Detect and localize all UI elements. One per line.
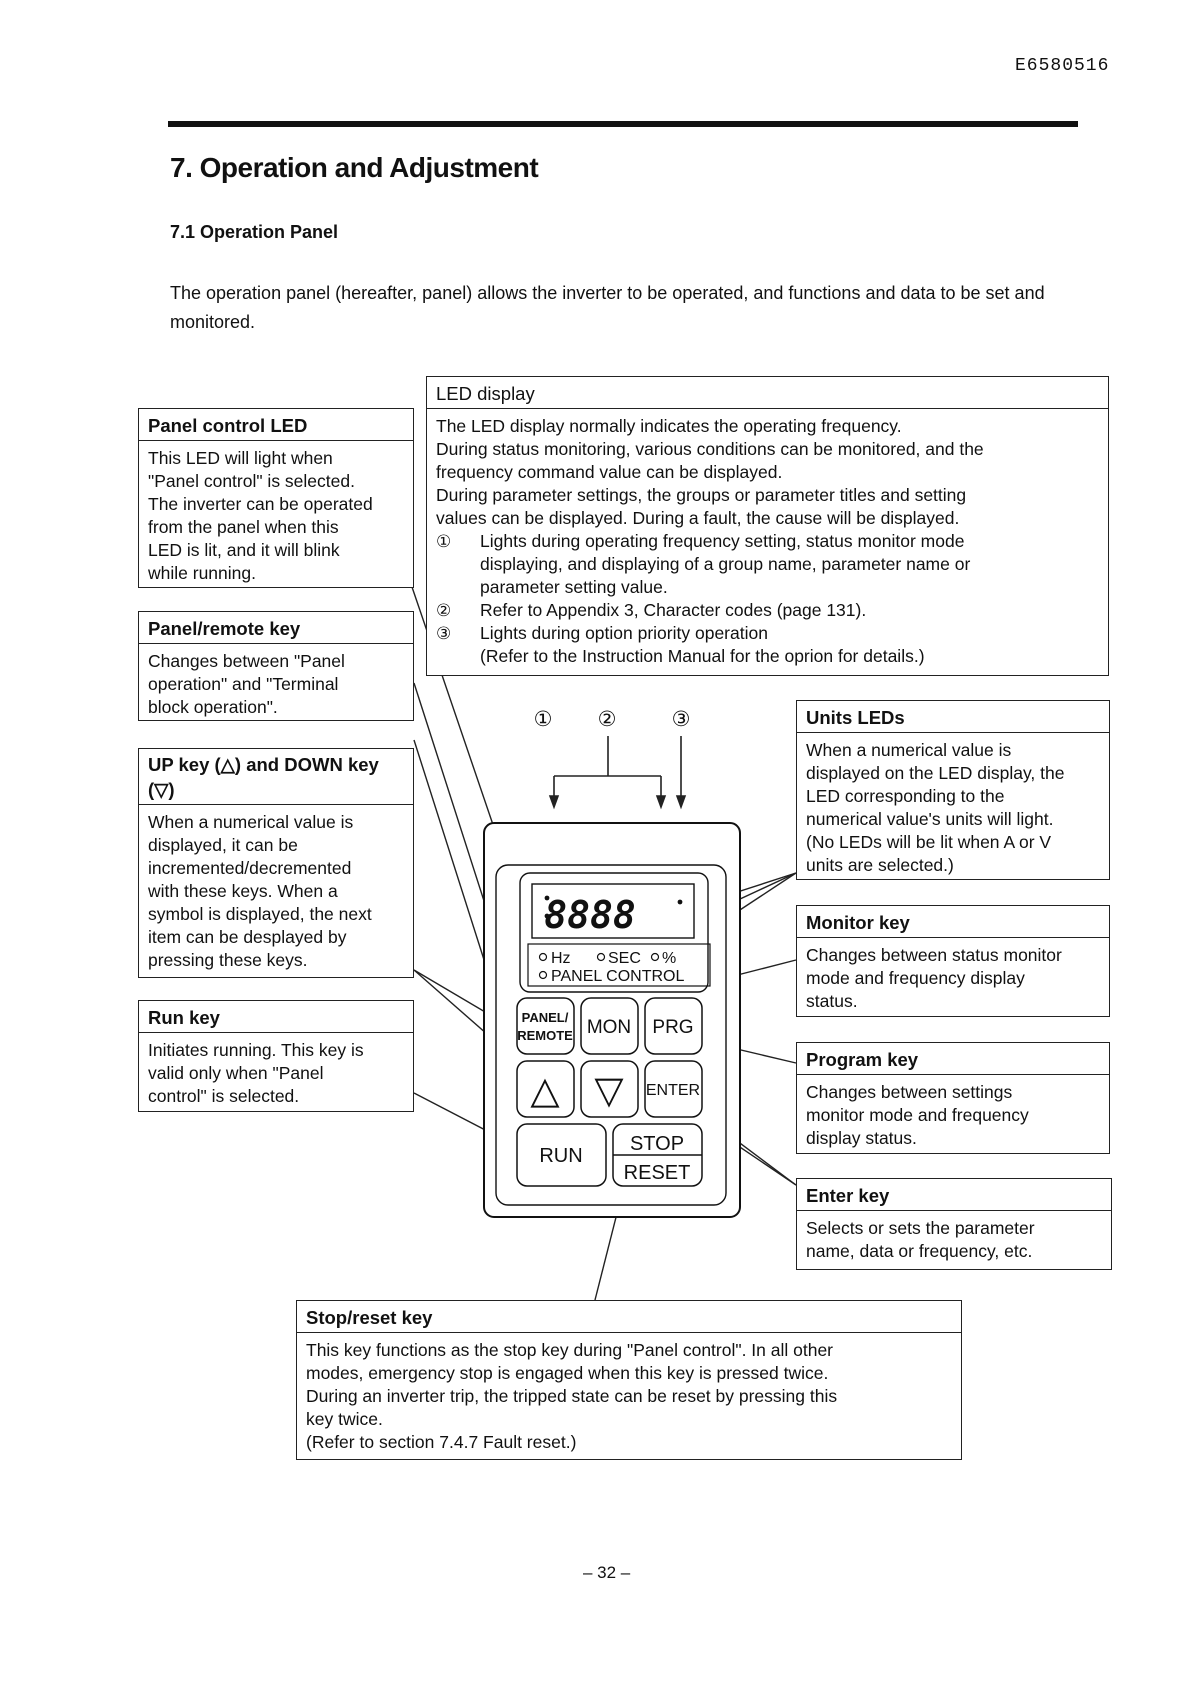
stop-key-label: STOP: [630, 1133, 684, 1155]
panel-key-line1: PANEL/: [522, 1010, 569, 1025]
header-rule: [168, 121, 1078, 127]
callout-body: Changes between "Panel operation" and "T…: [148, 651, 345, 717]
callout-monitor-key: Monitor key Changes between status monit…: [796, 905, 1110, 1017]
item-text: Refer to Appendix 3, Character codes (pa…: [480, 600, 867, 620]
prg-key-label: PRG: [652, 1017, 693, 1038]
document-number: E6580516: [1015, 56, 1110, 76]
callout-up-down-key: UP key (△) and DOWN key (▽) When a numer…: [138, 748, 414, 978]
callout-title: Enter key: [797, 1179, 1111, 1211]
led-item-3: ③ Lights during option priority operatio…: [436, 622, 1099, 668]
subsection-title: 7.1 Operation Panel: [170, 222, 339, 242]
run-button[interactable]: [516, 1123, 607, 1187]
callout-title: Panel/remote key: [139, 612, 413, 644]
panel-control-led-icon: [538, 970, 548, 980]
callout-panel-control-led: Panel control LED This LED will light wh…: [138, 408, 414, 588]
callout-body: Selects or sets the parameter name, data…: [806, 1218, 1035, 1261]
led-line-5: values can be displayed. During a fault,…: [436, 508, 960, 528]
marker-2: ②: [598, 708, 617, 731]
enter-button[interactable]: [644, 1060, 703, 1118]
mon-key-label: MON: [587, 1017, 631, 1038]
unit-percent: %: [662, 950, 676, 967]
callout-title: Program key: [797, 1043, 1109, 1075]
panel-key-line2: REMOTE: [517, 1028, 573, 1043]
item-marker: ③: [436, 624, 452, 643]
down-arrow-icon: ▽: [594, 1070, 624, 1112]
mon-button[interactable]: [580, 997, 639, 1055]
callout-body: This key functions as the stop key durin…: [306, 1340, 838, 1452]
down-button[interactable]: [580, 1060, 639, 1118]
item-text: Lights during operating frequency settin…: [480, 531, 971, 597]
up-arrow-icon: △: [530, 1070, 560, 1112]
led-line-1: The LED display normally indicates the o…: [436, 416, 902, 436]
reset-key-label: RESET: [624, 1162, 691, 1184]
panel-control-label: PANEL CONTROL: [551, 968, 684, 985]
led-line-4: During parameter settings, the groups or…: [436, 485, 967, 505]
callout-program-key: Program key Changes between settings mon…: [796, 1042, 1110, 1154]
led-digits: 8888: [544, 893, 636, 937]
marker-1: ①: [534, 708, 553, 731]
run-key-label: RUN: [539, 1145, 582, 1167]
sec-led-icon: [596, 952, 606, 962]
callout-title: UP key (△) and DOWN key (▽): [139, 749, 413, 805]
callout-body: Changes between settings monitor mode an…: [806, 1082, 1029, 1148]
up-button[interactable]: [516, 1060, 575, 1118]
callout-body: When a numerical value is displayed on t…: [806, 740, 1065, 875]
callout-title: LED display: [427, 377, 1108, 409]
callout-body: Changes between status monitor mode and …: [806, 945, 1062, 1011]
led-item-1: ① Lights during operating frequency sett…: [436, 530, 1099, 599]
marker-3: ③: [672, 708, 691, 731]
unit-sec: SEC: [608, 950, 641, 967]
hz-led-icon: [538, 952, 548, 962]
callout-title: Run key: [139, 1001, 413, 1033]
intro-paragraph: The operation panel (hereafter, panel) a…: [170, 283, 1045, 332]
led-line-3: frequency command value can be displayed…: [436, 462, 783, 482]
callout-run-key: Run key Initiates running. This key is v…: [138, 1000, 414, 1112]
callout-body: This LED will light when "Panel control"…: [148, 448, 373, 583]
page-number: – 32 –: [583, 1563, 631, 1582]
callout-body: Initiates running. This key is valid onl…: [148, 1040, 364, 1106]
section-title: 7. Operation and Adjustment: [170, 152, 539, 183]
callout-title: Stop/reset key: [297, 1301, 961, 1333]
enter-key-label: ENTER: [646, 1082, 700, 1099]
led-item-2: ② Refer to Appendix 3, Character codes (…: [436, 599, 1099, 622]
led-line-2: During status monitoring, various condit…: [436, 439, 984, 459]
callout-title: Panel control LED: [139, 409, 413, 441]
callout-title: Units LEDs: [797, 701, 1109, 733]
callout-body: When a numerical value is displayed, it …: [148, 812, 372, 970]
item-text: Lights during option priority operation …: [480, 623, 925, 666]
callout-enter-key: Enter key Selects or sets the parameter …: [796, 1178, 1112, 1270]
item-marker: ①: [436, 532, 452, 551]
callout-led-display: LED display The LED display normally ind…: [426, 376, 1109, 676]
callout-stop-reset-key: Stop/reset key This key functions as the…: [296, 1300, 962, 1460]
unit-hz: Hz: [551, 950, 571, 967]
callout-panel-remote-key: Panel/remote key Changes between "Panel …: [138, 611, 414, 721]
callout-title: Monitor key: [797, 906, 1109, 938]
prg-button[interactable]: [644, 997, 703, 1055]
callout-units-leds: Units LEDs When a numerical value is dis…: [796, 700, 1110, 880]
panel-remote-button[interactable]: [516, 997, 575, 1055]
item-marker: ②: [436, 601, 452, 620]
percent-led-icon: [650, 952, 660, 962]
